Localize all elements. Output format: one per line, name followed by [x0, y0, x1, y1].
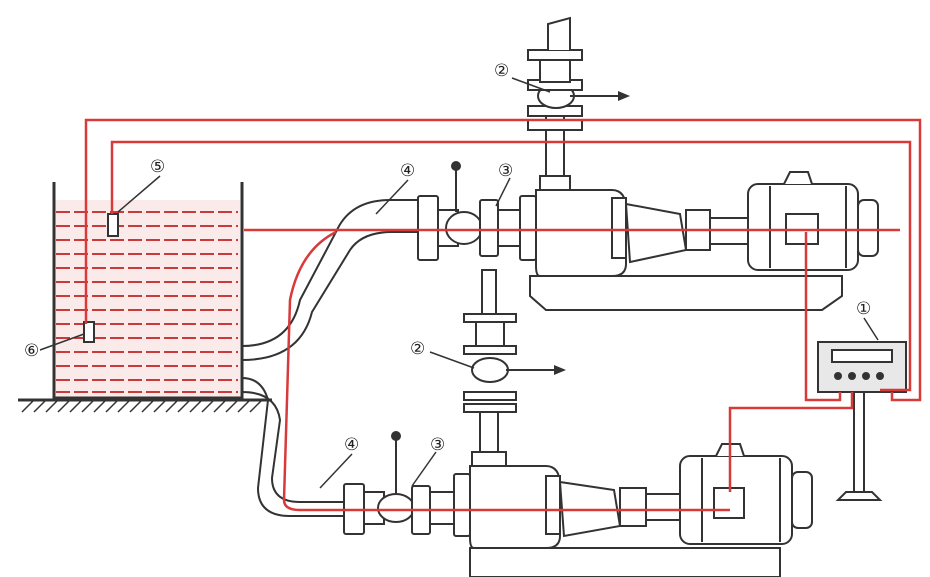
base-bottom	[469, 547, 781, 577]
callout-2-top: ②	[494, 61, 509, 80]
callout-3-top: ③	[498, 161, 513, 180]
inlet-valve-bottom	[377, 493, 415, 523]
level-sensor-upper	[107, 213, 119, 237]
callout-5: ⑤	[150, 157, 165, 176]
pump-casing-bottom	[469, 465, 561, 549]
outlet-arrow-bottom	[506, 365, 566, 375]
motor-terminal-box-bottom	[713, 487, 745, 519]
callout-1: ①	[856, 299, 871, 318]
pump-casing-top	[535, 189, 627, 277]
tank-water	[54, 200, 240, 398]
callouts	[39, 77, 879, 489]
pump-unit-top	[417, 16, 879, 311]
suction-pipe-top	[241, 199, 420, 361]
control-wiring	[84, 118, 922, 512]
callout-6: ⑥	[24, 341, 39, 360]
callout-4-bottom: ④	[344, 435, 359, 454]
tank-walls	[52, 182, 244, 400]
outlet-arrow-top	[570, 91, 630, 101]
control-cabinet	[817, 341, 907, 501]
outlet-valve-bottom	[471, 357, 509, 383]
water-tank	[18, 182, 272, 413]
inlet-valve-top	[445, 211, 483, 245]
suction-pipe-bottom	[241, 377, 350, 517]
pump-unit-bottom	[343, 269, 813, 577]
level-sensor-lower	[83, 321, 95, 343]
callout-4-top: ④	[400, 161, 415, 180]
callout-2-bottom: ②	[410, 339, 425, 358]
callout-3-bottom: ③	[430, 435, 445, 454]
cabinet-stand	[853, 391, 865, 493]
base-top	[529, 275, 843, 311]
callout-labels: ① ② ② ③ ③ ④ ④ ⑤ ⑥	[24, 61, 871, 454]
ground-hatching	[21, 399, 263, 413]
